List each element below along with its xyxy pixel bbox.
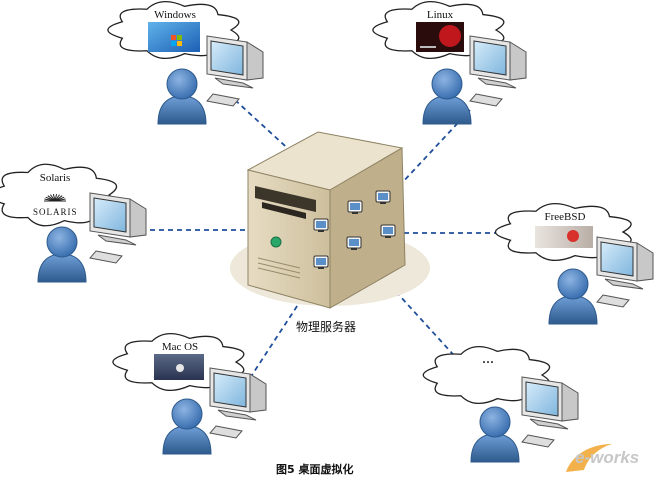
client-macos: Mac OS	[112, 333, 267, 455]
person-head-icon	[557, 268, 589, 300]
keyboard	[469, 93, 503, 107]
person-head-icon	[166, 68, 198, 100]
windows-flag-pane	[177, 35, 182, 40]
person-body-icon	[422, 95, 472, 125]
server-drive-bay	[255, 186, 316, 212]
vm-screen	[378, 193, 388, 200]
cloud-shape	[422, 346, 551, 404]
vm-monitor-icon	[313, 255, 329, 269]
sun-ray	[52, 193, 56, 202]
keyboard	[209, 425, 243, 439]
vm-monitor-icon	[375, 190, 391, 204]
eworks-watermark: e-works	[566, 444, 639, 472]
monitor-back	[129, 198, 147, 238]
os-label: ...	[482, 350, 494, 367]
server-power-led	[270, 236, 282, 248]
monitor-screen	[93, 197, 127, 233]
person-body-icon	[162, 425, 212, 455]
person-head-icon	[46, 226, 78, 258]
person-body-icon	[37, 253, 87, 283]
person-head-icon	[171, 398, 203, 430]
monitor-back	[509, 41, 527, 81]
monitor-back	[561, 382, 579, 422]
sun-ray	[50, 194, 56, 202]
watermark-swoosh-icon	[566, 444, 612, 472]
vm-stand	[351, 248, 357, 250]
watermark-text: e-works	[575, 448, 639, 467]
person-body-icon	[470, 433, 520, 463]
figure-caption: 图5 桌面虚拟化	[276, 462, 353, 476]
person-head-icon	[479, 406, 511, 438]
monitor-screen	[600, 241, 634, 277]
windows-flag-pane	[177, 41, 182, 46]
person-head-icon	[431, 68, 463, 100]
physical-server	[246, 131, 406, 309]
monitor-stand	[529, 418, 569, 430]
vm-monitor-icon	[313, 218, 329, 232]
server-label: 物理服务器	[296, 319, 356, 334]
windows-flag-pane	[171, 41, 176, 46]
vm-monitor-icon	[346, 236, 362, 250]
monitor-back	[636, 242, 654, 282]
vm-screen	[349, 239, 359, 246]
vm-screen	[316, 258, 326, 265]
client-windows: Windows	[107, 1, 264, 125]
apple-icon	[176, 364, 184, 372]
vm-stand	[352, 212, 358, 214]
monitor-screen	[210, 40, 244, 76]
vm-stand	[318, 267, 324, 269]
monitor-screen	[213, 372, 247, 408]
redhat-wordmark-icon	[420, 46, 436, 48]
client-linux: Linux	[372, 1, 527, 125]
monitor-stand	[97, 234, 137, 246]
server-drive-slot	[262, 202, 306, 219]
vm-stand	[385, 236, 391, 238]
monitor-screen	[525, 381, 559, 417]
monitor-back	[249, 373, 267, 413]
solaris-wordmark: SOLARIS	[33, 207, 78, 217]
vm-screen	[316, 221, 326, 228]
cloud-shape	[0, 163, 118, 227]
client-freebsd: FreeBSD	[494, 203, 654, 325]
client-more: ...	[422, 346, 579, 463]
monitor-stand	[214, 77, 254, 89]
person-body-icon	[548, 295, 598, 325]
os-label: Solaris	[40, 172, 71, 184]
os-label: Linux	[427, 9, 454, 21]
windows-flag-pane	[171, 35, 176, 40]
server-vent	[257, 257, 301, 279]
monitor-stand	[477, 77, 517, 89]
monitor-back	[246, 41, 264, 81]
vm-screen	[383, 227, 393, 234]
monitor-stand	[217, 409, 257, 421]
keyboard	[89, 250, 123, 264]
os-label: FreeBSD	[545, 211, 586, 223]
solaris-sun-icon	[44, 193, 66, 202]
keyboard	[596, 294, 630, 308]
monitor-stand	[604, 278, 644, 290]
os-label: Windows	[154, 9, 196, 21]
redhat-hat-icon	[439, 25, 461, 47]
vm-monitor-icon	[380, 224, 396, 238]
monitor-screen	[473, 40, 507, 76]
freebsd-daemon-icon	[567, 230, 579, 242]
os-label: Mac OS	[162, 341, 198, 353]
virtual-machines	[313, 190, 396, 269]
server-side	[329, 147, 406, 309]
vm-stand	[318, 230, 324, 232]
keyboard	[206, 93, 240, 107]
keyboard	[521, 434, 555, 448]
vm-stand	[380, 202, 386, 204]
freebsd-logo-icon	[535, 226, 593, 248]
person-body-icon	[157, 95, 207, 125]
vm-monitor-icon	[347, 200, 363, 214]
vm-screen	[350, 203, 360, 210]
